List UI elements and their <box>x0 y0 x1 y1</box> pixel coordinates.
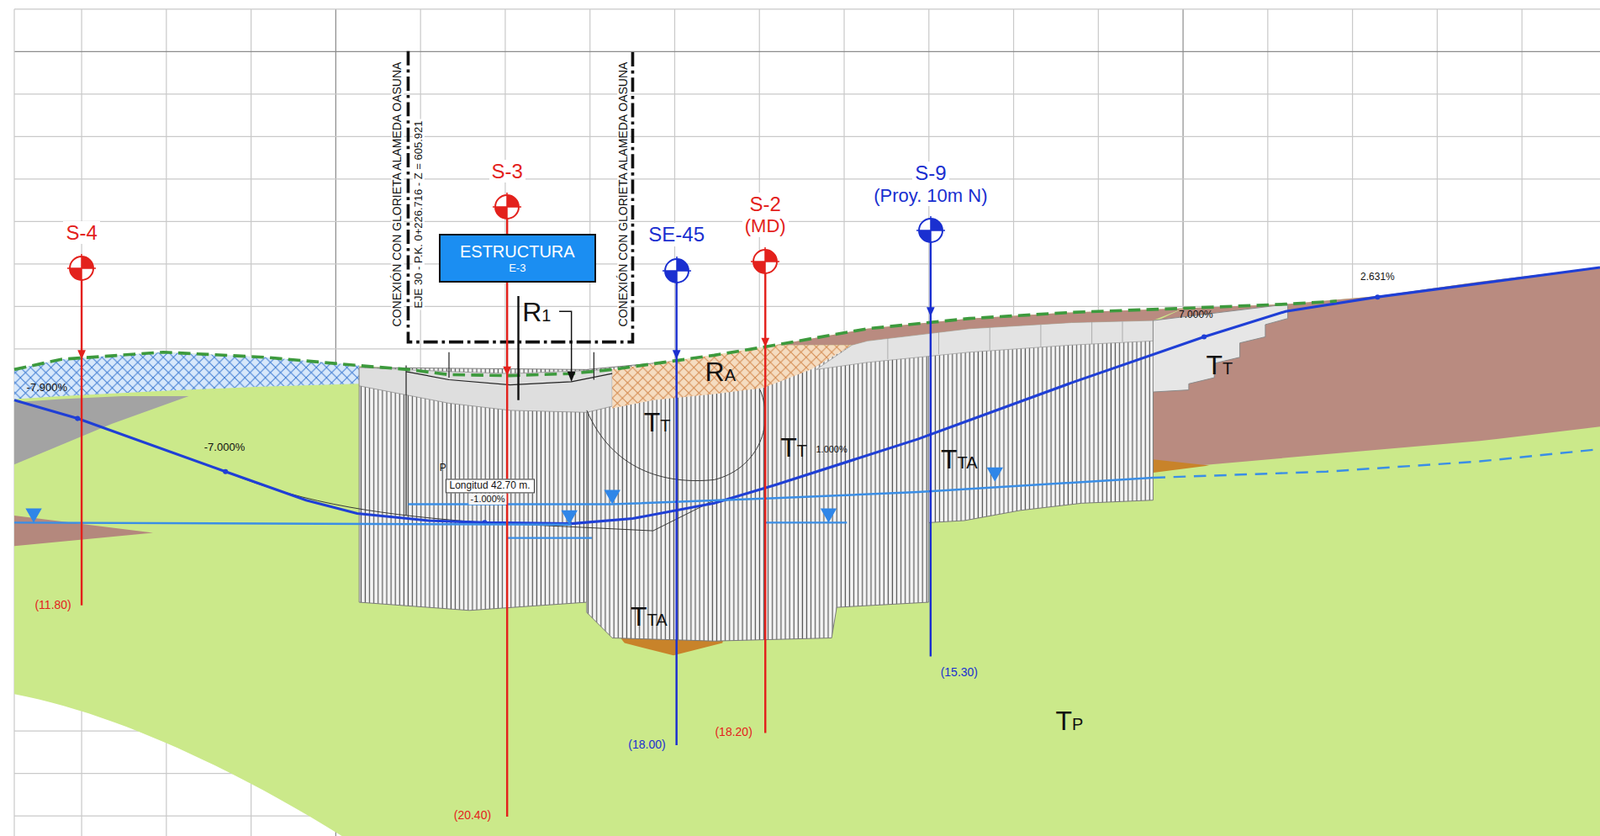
borehole-name: (Proy. 10m N) <box>871 184 990 206</box>
geology-unit-label: TT <box>780 433 808 461</box>
borehole-cross <box>662 256 692 286</box>
borehole-name: S-3 <box>489 159 526 184</box>
borehole-name: S-9 <box>912 161 949 185</box>
brown-layer <box>1152 267 1600 470</box>
structure-name: E-3 <box>508 261 526 275</box>
structure-box: ESTRUCTURAE-3 <box>438 233 597 283</box>
grid-line <box>14 221 1600 222</box>
fill-hatch <box>14 352 360 400</box>
grid-line <box>14 93 1600 95</box>
length-label: Longitud 42.70 m. <box>445 478 535 493</box>
borehole-cross <box>492 192 522 222</box>
alignment-note: CONEXIÓN CON GLORIETA ALAMEDA OASUNA <box>391 59 405 328</box>
depth-label: (18.20) <box>714 726 752 740</box>
depth-label: (18.00) <box>628 738 666 751</box>
brown-strip <box>775 308 1183 346</box>
structure-name: ESTRUCTURA <box>459 242 576 262</box>
depth-label: (15.30) <box>940 665 978 679</box>
slope-label: -1.000% <box>469 493 507 504</box>
deck-zone <box>359 367 613 412</box>
water-table <box>14 477 1153 539</box>
profile-points <box>74 294 1380 525</box>
borehole-marker: SE-45 <box>645 222 708 286</box>
grid-line <box>14 136 1600 138</box>
cut-slope <box>816 320 1154 370</box>
grid-line <box>80 9 82 836</box>
borehole-symbol <box>67 253 96 283</box>
geology-unit-label: TP <box>1055 707 1083 734</box>
borehole-symbol <box>916 216 946 245</box>
borehole-marker: S-3 <box>489 159 526 222</box>
grid-line <box>14 8 1600 10</box>
water-level-marks <box>25 467 1004 525</box>
connection-frame <box>407 51 633 343</box>
ra-hatch <box>612 344 852 408</box>
geology-unit-label: TTA <box>630 602 668 630</box>
borehole-cross <box>750 247 780 276</box>
depth-label: (11.80) <box>34 598 71 612</box>
borehole-name: S-2 <box>747 192 784 217</box>
borehole-name: (MD) <box>742 215 789 237</box>
borehole-marker: S-9(Proy. 10m N) <box>871 161 990 245</box>
geology-unit-label: RA <box>705 358 736 386</box>
borehole-lines <box>81 206 931 817</box>
geology-unit-label: TTA <box>940 445 978 473</box>
slope-label: 2.631% <box>1358 272 1397 284</box>
borehole-name: SE-45 <box>645 222 708 247</box>
slope-label: 7.000% <box>1178 309 1214 321</box>
depth-label: (20.40) <box>454 808 492 822</box>
orange-lens <box>1152 459 1210 473</box>
section-label: R1 <box>522 298 551 326</box>
borehole-cross <box>916 216 946 245</box>
geology-unit-label: TT <box>644 408 671 436</box>
grid-line <box>14 263 1600 265</box>
borehole-symbol <box>750 247 780 276</box>
section-leader <box>559 311 572 374</box>
gray-layer <box>14 396 190 465</box>
borehole-marker: S-4 <box>63 221 100 284</box>
alignment-note: CONEXIÓN CON GLORIETA ALAMEDA OASUNA <box>617 59 630 328</box>
slope-label: -7.900% <box>26 381 68 394</box>
grid-line <box>14 178 1600 180</box>
geology-unit-label: TT <box>1205 351 1233 379</box>
grid <box>14 9 1600 836</box>
grid-line <box>14 51 1600 53</box>
tp-ground <box>14 267 1600 836</box>
road-profile <box>14 267 1600 524</box>
point-label: P <box>439 462 447 474</box>
borehole-symbol <box>492 192 522 222</box>
slope-label: 1.000% <box>815 443 847 455</box>
borehole-marker: S-2(MD) <box>742 192 789 276</box>
water-table-inferred <box>1152 448 1600 478</box>
borehole-collar-arrows <box>77 306 935 375</box>
chainage-note: EJE 30 - P.K. 0+226.716 - Z = 605.921 <box>411 118 424 310</box>
leader-arrow <box>567 371 576 382</box>
borehole-name: S-4 <box>63 221 100 245</box>
slope-label: -7.000% <box>204 440 245 453</box>
borehole-symbol <box>662 256 692 286</box>
section-bracket <box>517 295 519 401</box>
borehole-cross <box>67 253 96 283</box>
